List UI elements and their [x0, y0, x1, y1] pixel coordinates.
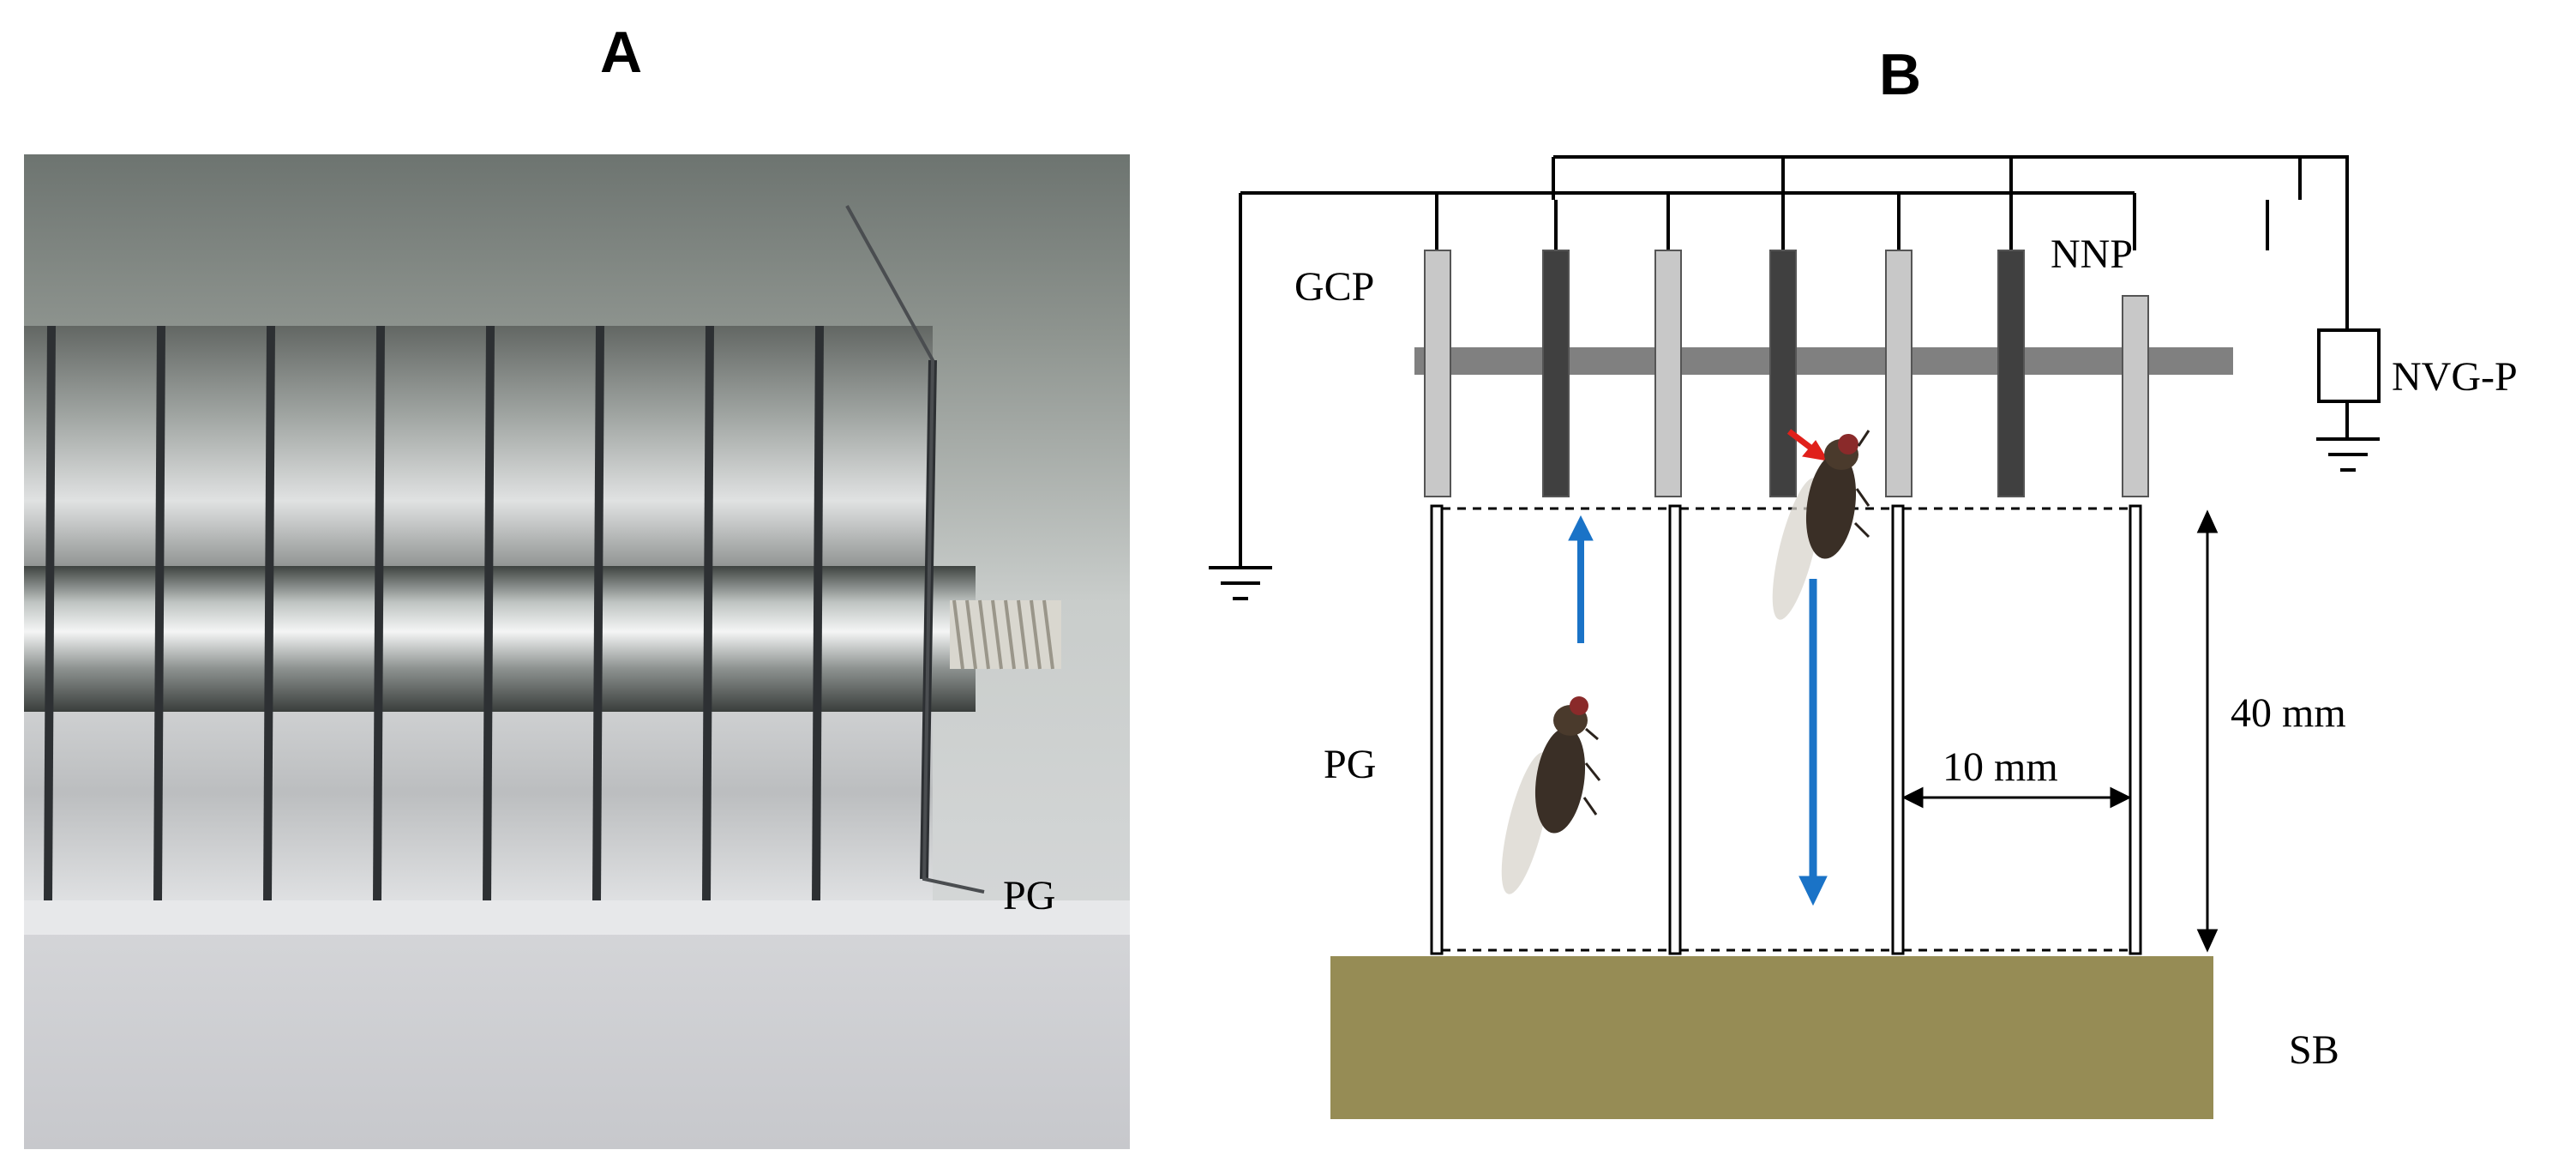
non-node-pole	[2122, 295, 2149, 497]
nvg-power-supply	[2317, 328, 2381, 403]
dashed-lines	[1442, 507, 2130, 952]
fly-upper	[1772, 430, 1870, 620]
downward-arrow	[1798, 579, 1828, 906]
upward-arrow	[1568, 515, 1594, 643]
red-arrow	[1786, 429, 1828, 461]
label-nnp: NNP	[2051, 232, 2133, 277]
ground-symbol-left	[1209, 566, 1272, 600]
wiring	[1239, 155, 2349, 568]
charged-pole	[1542, 250, 1570, 497]
photo-label-pg: PG	[1003, 873, 1055, 918]
gap-dimension	[1901, 786, 2132, 809]
electrode-photo: PG	[24, 154, 1130, 1149]
fly-lower	[1501, 696, 1601, 894]
panel-b-letter: B	[1879, 42, 1922, 107]
label-nvgp: NVG-P	[2392, 354, 2518, 400]
support-rod	[1414, 347, 2233, 375]
grounded-pole	[1885, 250, 1912, 497]
photo-base	[24, 926, 1130, 1149]
label-height: 40 mm	[2231, 690, 2346, 736]
grounded-pole	[1424, 250, 1451, 497]
photo-pg-edge	[24, 900, 1130, 935]
grounded-pole	[1654, 250, 1682, 497]
label-sb: SB	[2289, 1027, 2339, 1073]
partition-guides	[1430, 504, 2142, 955]
charged-pole	[1997, 250, 2025, 497]
label-gap: 10 mm	[1943, 744, 2058, 790]
substrate-block	[1330, 956, 2213, 1119]
ground-symbol-right	[2316, 437, 2380, 472]
panel-a-letter: A	[600, 20, 643, 85]
charged-pole	[1769, 250, 1797, 497]
photo-thread	[950, 599, 1061, 670]
height-dimension	[2196, 509, 2219, 953]
electrode-poles	[1424, 250, 2149, 497]
schematic-diagram: GCP NNP NVG-P PG SB 10 mm 40 mm	[1209, 155, 2518, 1119]
label-gcp: GCP	[1294, 264, 1374, 310]
photo-rod	[24, 566, 976, 712]
photo-end-plate-edge	[845, 205, 985, 894]
label-pg: PG	[1324, 742, 1376, 787]
